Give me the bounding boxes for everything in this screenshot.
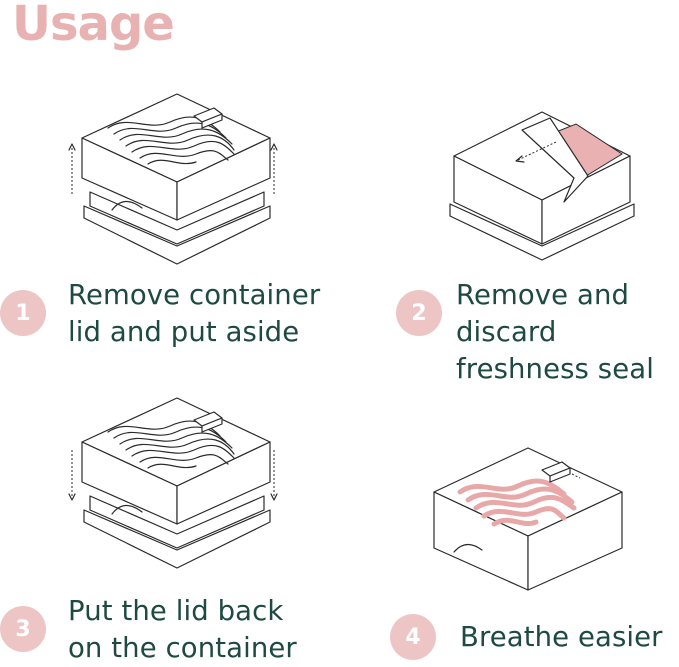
step-1-caption: Remove container lid and put aside [68,279,321,348]
box-lid-lower-icon [62,390,282,580]
step-number-badge: 3 [0,606,46,652]
step-number-badge: 4 [390,614,436,660]
box-lid-lift-icon [62,86,282,276]
step-2-caption: Remove and discard freshness seal [456,279,654,385]
open-box-scent-icon [430,440,626,598]
step-4-caption: Breathe easier [460,621,663,653]
step-3-caption: Put the lid back on the container [68,595,297,664]
step-number-badge: 2 [396,290,442,336]
peel-seal-icon [446,104,638,264]
step-number-badge: 1 [0,290,46,336]
page-title: Usage [12,0,175,52]
